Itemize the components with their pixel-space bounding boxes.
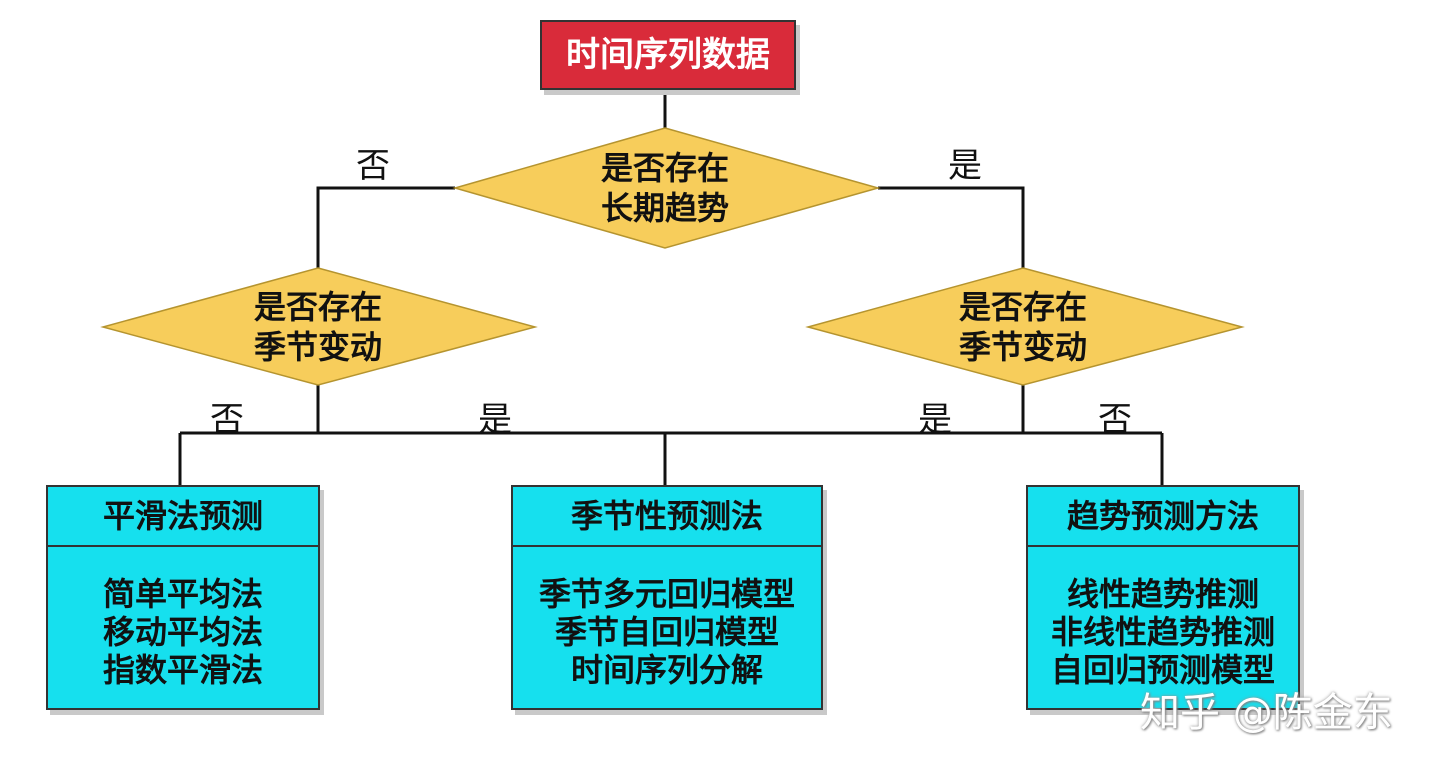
box-title: 季节性预测法	[513, 487, 821, 547]
decision-seasonal-right-line1: 是否存在	[958, 288, 1087, 326]
box-item: 自回归预测模型	[1050, 651, 1275, 689]
decision-trend-line2: 长期趋势	[600, 189, 729, 227]
decision-trend-text: 是否存在 长期趋势	[565, 148, 765, 228]
trend-no-label: 否	[356, 146, 390, 186]
box-item: 非线性趋势推测	[1050, 613, 1275, 651]
box-item: 移动平均法	[102, 613, 263, 651]
decision-seasonal-right-text: 是否存在 季节变动	[923, 287, 1123, 367]
decision-seasonal-left-line2: 季节变动	[253, 328, 382, 366]
diamond-seasonal-right	[805, 267, 1245, 386]
watermark: 知乎 @陈金东	[1140, 690, 1393, 736]
diamond-seasonal-left	[100, 267, 538, 386]
decision-seasonal-left-text: 是否存在 季节变动	[218, 287, 418, 367]
seasonal-left-yes-label: 是	[478, 400, 512, 440]
decision-trend-line1: 是否存在	[600, 149, 729, 187]
box-item: 季节自回归模型	[554, 613, 779, 651]
trend-yes-label: 是	[948, 146, 982, 186]
smoothing-method-box: 平滑法预测 简单平均法 移动平均法 指数平滑法	[46, 485, 320, 710]
box-title: 趋势预测方法	[1028, 487, 1298, 547]
box-title: 平滑法预测	[48, 487, 318, 547]
root-node: 时间序列数据	[540, 20, 796, 90]
box-item: 季节多元回归模型	[538, 575, 795, 613]
decision-seasonal-left-line1: 是否存在	[253, 288, 382, 326]
box-item: 指数平滑法	[102, 651, 263, 689]
box-item: 线性趋势推测	[1066, 575, 1259, 613]
seasonal-left-no-label: 否	[210, 400, 244, 440]
seasonal-right-yes-label: 是	[918, 400, 952, 440]
decision-seasonal-right-line2: 季节变动	[958, 328, 1087, 366]
seasonal-right-no-label: 否	[1098, 400, 1132, 440]
seasonal-method-box: 季节性预测法 季节多元回归模型 季节自回归模型 时间序列分解	[511, 485, 823, 710]
box-item: 时间序列分解	[570, 651, 763, 689]
box-item: 简单平均法	[102, 575, 263, 613]
diamond-trend	[452, 127, 881, 249]
trend-method-box: 趋势预测方法 线性趋势推测 非线性趋势推测 自回归预测模型	[1026, 485, 1300, 710]
